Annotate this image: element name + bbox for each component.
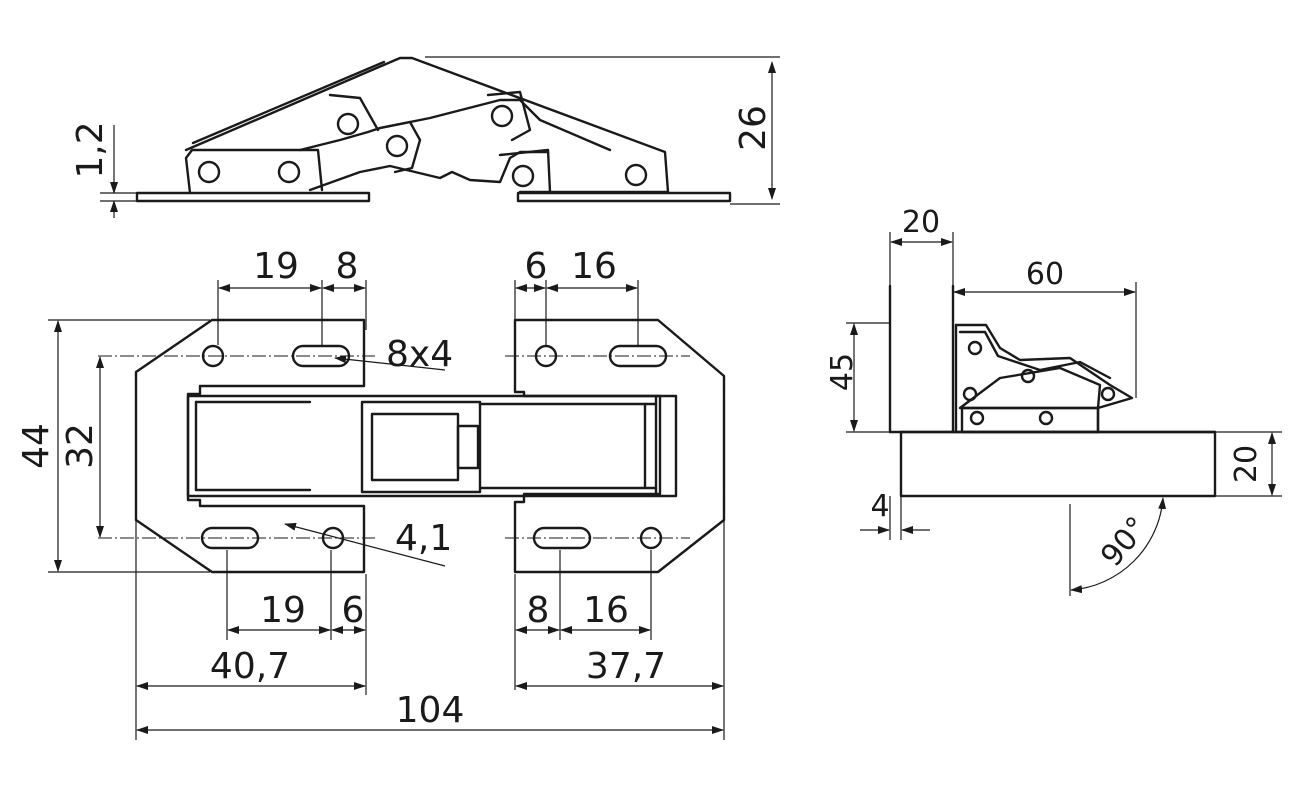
link-c [486,90,532,142]
side-view: 20 60 45 20 4 90° [825,205,1282,596]
dim-side-reach: 60 [1026,257,1064,292]
dim-opening-angle: 90° [1094,510,1155,573]
dim-bottom-right-offset: 8 [527,590,550,631]
dim-thickness: 1,2 [70,121,111,178]
pivot-pin-icon [336,112,360,136]
side-hinge-leaf [958,366,1102,410]
front-view: 19 8 6 16 8x4 44 32 4,1 19 6 [16,246,726,740]
dim-door-thickness: 20 [1229,445,1264,483]
dim-side-height: 45 [825,353,860,391]
hinge-body [186,394,678,498]
slider-inner [370,412,460,482]
dim-overall-height: 44 [16,423,57,469]
top-view: 26 1,2 [70,56,780,218]
left-lug [184,148,324,195]
side-hinge-outline [954,323,1134,434]
pivot-pin-icon [962,386,978,402]
pivot-pin-icon [490,104,514,128]
slider-block [360,400,482,494]
pivot-pin-icon [277,160,301,184]
side-hinge-base [960,406,1100,434]
pivot-pin-icon [385,134,409,158]
pivot-pin-icon [967,340,983,356]
dim-bottom-left-offset: 6 [342,590,365,631]
outer-arm-edge [191,60,386,145]
slider-tab [456,424,480,470]
dim-side-offset: 20 [902,205,940,240]
dim-right-leaf-width: 37,7 [586,646,666,687]
left-base-plate [135,191,371,203]
pivot-pin-icon [1038,410,1054,426]
dim-slot-size: 8x4 [386,334,453,375]
dim-hole-diameter: 4,1 [395,518,452,559]
right-base-plate [516,191,732,203]
dim-slot-left-pitch: 19 [253,246,299,287]
dim-bottom-left-pitch: 19 [260,590,306,631]
link-b [378,120,422,174]
pivot-pin-icon [1100,386,1116,402]
pivot-pin-icon [197,160,221,184]
dim-hole-pitch: 32 [60,423,101,469]
dim-left-leaf-width: 40,7 [210,646,290,687]
inner-link-upper [298,98,612,152]
pivot-pin-icon [1020,368,1036,384]
dim-slot-right-offset: 6 [525,246,548,287]
left-leaf [134,318,366,574]
dim-slot-right-pitch: 16 [571,246,617,287]
side-hinge-arm [958,330,1112,380]
dim-top-height: 26 [733,105,774,151]
pivot-pin-icon [511,164,535,188]
dim-overall-length: 104 [396,690,465,731]
dim-bottom-right-pitch: 16 [583,590,629,631]
dim-slot-left-width: 8 [336,246,359,287]
outer-arm [184,56,670,194]
pivot-pin-icon [969,410,985,426]
right-leaf [513,318,726,574]
link-a [328,93,380,132]
link-d [498,148,552,194]
inner-link-lower [308,150,550,192]
pivot-pin-icon [624,163,648,187]
dim-side-gap: 4 [870,489,889,524]
door-panel [899,430,1217,498]
